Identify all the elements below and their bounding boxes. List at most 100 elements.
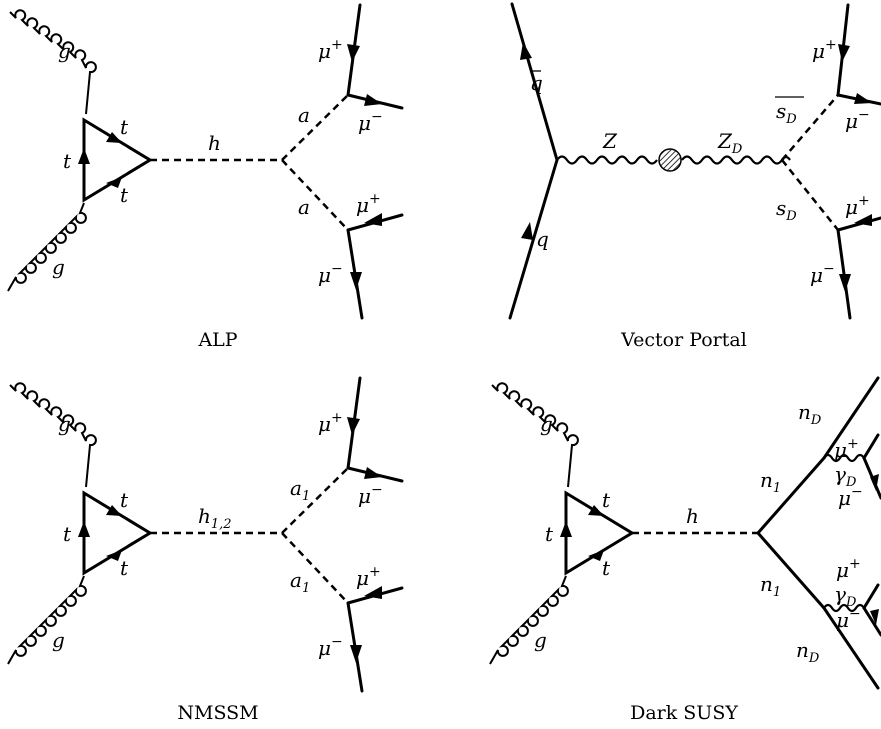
mu-minus-up-label: μ− (845, 107, 870, 133)
gluon-bottom-line (7, 202, 87, 292)
gamma-d-down-wave (823, 603, 865, 613)
gluon-top-label: g (58, 39, 71, 63)
zd-boson-wave (681, 155, 791, 165)
top-loop (564, 490, 635, 576)
dark-susy-diagram: g g t t t h n1 n1 nD nD γD γD μ+ μ− μ+ μ… (489, 376, 881, 724)
gamma-d-up-label: γD (834, 462, 857, 490)
muon-up-plus-arrow (347, 417, 360, 435)
nd-up-label: nD (798, 400, 822, 428)
nd-down-label: nD (796, 638, 820, 666)
top-bottom-label: t (120, 556, 129, 580)
loop-arrow-bottom (106, 177, 122, 188)
gluon-bottom-line (7, 575, 87, 665)
top-loop (82, 490, 153, 576)
mu-minus-down-label: μ− (318, 634, 343, 660)
vector-portal-diagram: q q Z ZD sD sD μ+ μ− μ+ μ− Vector Portal (508, 2, 881, 351)
mu-plus-down-label: μ+ (356, 191, 381, 217)
muon-up-minus-arrow (364, 94, 382, 106)
muon-up-plus-arrow (838, 44, 850, 62)
quark-label: q (536, 227, 549, 251)
boson-up-line (281, 467, 349, 534)
mu-plus-up-label: μ+ (812, 37, 837, 63)
boson-down-line (281, 159, 349, 231)
n1-up-line (756, 456, 826, 535)
mediator-label: h (686, 504, 699, 528)
vector-portal-caption: Vector Portal (620, 329, 747, 351)
zd-label: ZD (717, 129, 743, 157)
mu-minus-down-label: μ− (318, 261, 343, 287)
mu-plus-down-label: μ+ (836, 556, 861, 582)
sd-line (781, 159, 839, 231)
kinetic-mixing-blob (658, 148, 682, 172)
muon-down-minus-line (862, 606, 881, 637)
nmssm-caption: NMSSM (177, 702, 258, 724)
muon-down-minus-arrow (839, 274, 851, 292)
top-top-label: t (120, 488, 129, 512)
nd-up-line (822, 376, 880, 460)
mediator-label: h (208, 131, 221, 155)
loop-arrow-top (588, 505, 604, 516)
dark-susy-caption: Dark SUSY (630, 702, 738, 724)
n1-up-label: n1 (760, 468, 781, 496)
muon-up-minus-arrow (870, 474, 879, 491)
top-side-label: t (63, 522, 72, 546)
mediator-label: h1,2 (198, 504, 232, 532)
mu-minus-down-label: μ− (810, 261, 835, 287)
mu-plus-down-label: μ+ (845, 193, 870, 219)
sd-label: sD (776, 196, 797, 224)
muon-down-plus-line (862, 583, 880, 610)
sd-bar-label: sD (776, 99, 797, 127)
top-bottom-label: t (120, 183, 129, 207)
boson-up-line (281, 94, 349, 161)
gluon-top-line (9, 382, 97, 488)
loop-arrow-bottom (588, 550, 604, 561)
mu-plus-up-label: μ+ (834, 436, 859, 462)
top-loop (82, 117, 153, 203)
muon-down-plus-line (836, 216, 881, 232)
muon-up-minus-arrow (364, 467, 382, 479)
muon-up-minus-arrow (854, 93, 872, 104)
gluon-bottom-label: g (534, 628, 547, 652)
muon-up-plus-line (862, 433, 880, 460)
gluon-bottom-line (489, 575, 569, 665)
quark-line (508, 158, 559, 320)
muon-down-minus-arrow (870, 609, 879, 625)
muon-up-plus-arrow (347, 44, 360, 62)
top-top-label: t (120, 115, 129, 139)
antiquark-arrow (520, 42, 532, 60)
gluon-bottom-label: g (52, 255, 65, 279)
boson-down-line (281, 532, 349, 604)
boson-down-label: a (298, 195, 310, 219)
antiquark-line (510, 2, 559, 162)
n1-down-line (756, 531, 826, 610)
loop-arrow-side (78, 148, 90, 164)
loop-arrow-top (106, 132, 122, 143)
mu-plus-up-label: μ+ (318, 37, 343, 63)
mu-minus-up-label: μ− (358, 109, 383, 135)
antiquark-label: q (530, 71, 543, 95)
mu-plus-up-label: μ+ (318, 410, 343, 436)
loop-arrow-side (78, 521, 90, 537)
muon-down-plus-arrow (364, 213, 382, 226)
boson-down-label: a1 (290, 568, 310, 596)
top-bottom-label: t (602, 556, 611, 580)
sd-bar-line (781, 94, 839, 161)
gluon-top-line (9, 9, 97, 115)
loop-arrow-top (106, 505, 122, 516)
loop-arrow-side (560, 521, 572, 537)
alp-diagram: g g t t t h a a μ+ μ− μ+ μ− ALP (7, 3, 404, 351)
muon-down-minus-arrow (350, 645, 362, 663)
quark-arrow (521, 222, 533, 240)
boson-up-label: a (298, 103, 310, 127)
alp-caption: ALP (197, 329, 237, 351)
top-side-label: t (545, 522, 554, 546)
nmssm-diagram: g g t t t h1,2 a1 a1 μ+ μ− μ+ μ− NMSSM (7, 376, 404, 724)
muon-down-plus-arrow (854, 214, 872, 226)
gluon-top-label: g (540, 412, 553, 436)
n1-down-label: n1 (760, 572, 781, 600)
mu-plus-down-label: μ+ (356, 564, 381, 590)
gamma-d-up-wave (823, 453, 865, 463)
z-label: Z (602, 129, 618, 153)
gluon-top-label: g (58, 412, 71, 436)
